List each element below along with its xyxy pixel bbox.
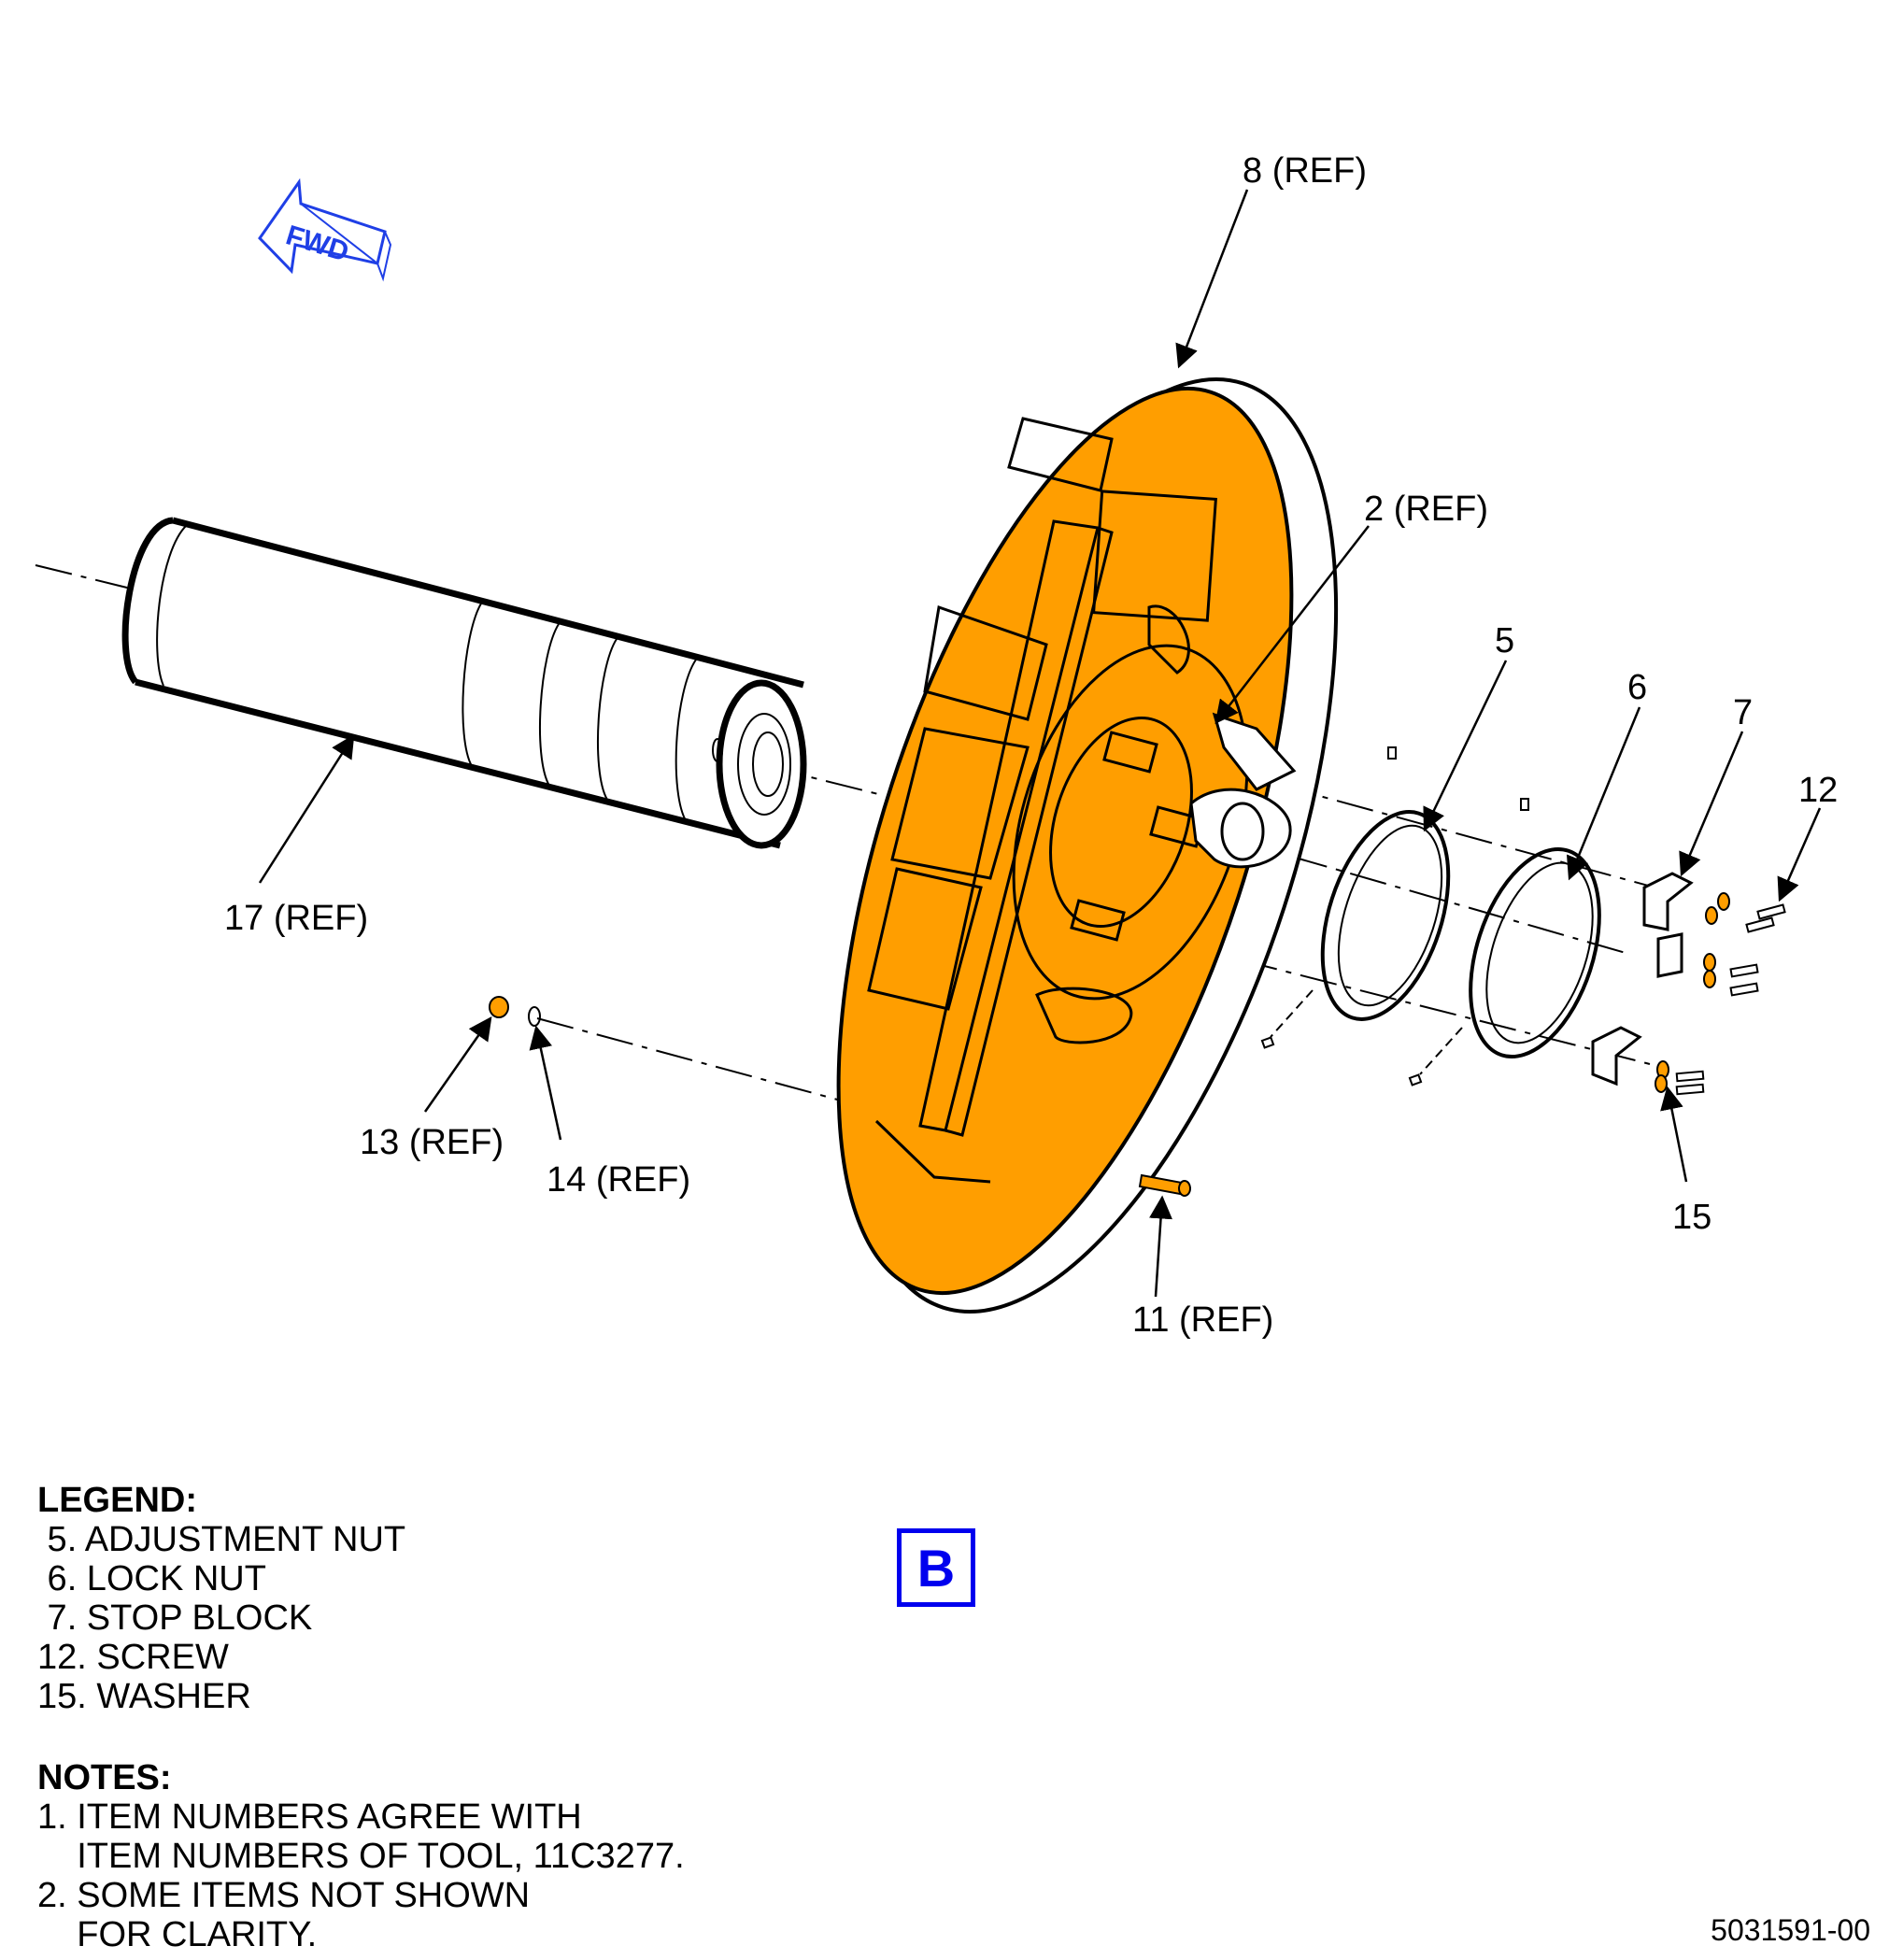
leader-lines [258, 189, 1822, 1298]
callout-2: 2 (REF) [1364, 490, 1488, 529]
stop-block-parts [1591, 872, 1694, 1087]
legend-title: LEGEND: [37, 1481, 197, 1520]
screw-parts [1655, 892, 1730, 1093]
legend-item: 12. SCREW [37, 1638, 229, 1677]
legend: LEGEND: 5. ADJUSTMENT NUT 6. LOCK NUT 7.… [37, 1481, 405, 1716]
drawing-number: 5031591-00 [1711, 1913, 1870, 1947]
mounting-plate-part [836, 377, 1339, 1314]
view-letter-box: B [897, 1528, 975, 1607]
callout-labels: 8 (REF) 2 (REF) 5 6 7 12 17 (REF) 13 (RE… [224, 151, 1838, 1340]
adjustment-nut-part [1260, 746, 1451, 1049]
cylinder-part [121, 517, 807, 849]
notes-title: NOTES: [37, 1758, 172, 1797]
fwd-arrow-icon: FWD [258, 178, 392, 282]
screw-bolts [1675, 903, 1786, 1096]
callout-5: 5 [1495, 621, 1514, 660]
callout-11: 11 (REF) [1132, 1300, 1273, 1340]
callout-6: 6 [1627, 668, 1647, 707]
callout-17: 17 (REF) [224, 899, 368, 938]
note-line: 2. SOME ITEMS NOT SHOWN [37, 1876, 531, 1915]
lock-nut-part [1408, 798, 1601, 1087]
small-orange-parts [489, 996, 1191, 1197]
note-line: 1. ITEM NUMBERS AGREE WITH [37, 1797, 582, 1837]
note-line: ITEM NUMBERS OF TOOL, 11C3277. [37, 1837, 685, 1876]
legend-item: 15. WASHER [37, 1677, 251, 1716]
callout-15: 15 [1672, 1198, 1711, 1237]
callout-7: 7 [1733, 693, 1753, 732]
legend-item: 5. ADJUSTMENT NUT [37, 1520, 406, 1559]
callout-14: 14 (REF) [547, 1160, 690, 1200]
notes: NOTES: 1. ITEM NUMBERS AGREE WITH ITEM N… [37, 1758, 685, 1954]
legend-item: 6. LOCK NUT [37, 1559, 266, 1598]
callout-12: 12 [1798, 771, 1838, 810]
note-line: FOR CLARITY. [37, 1915, 318, 1954]
view-letter: B [916, 1538, 956, 1598]
callout-13: 13 (REF) [360, 1123, 504, 1162]
legend-item: 7. STOP BLOCK [37, 1598, 313, 1638]
callout-8: 8 (REF) [1243, 151, 1367, 191]
